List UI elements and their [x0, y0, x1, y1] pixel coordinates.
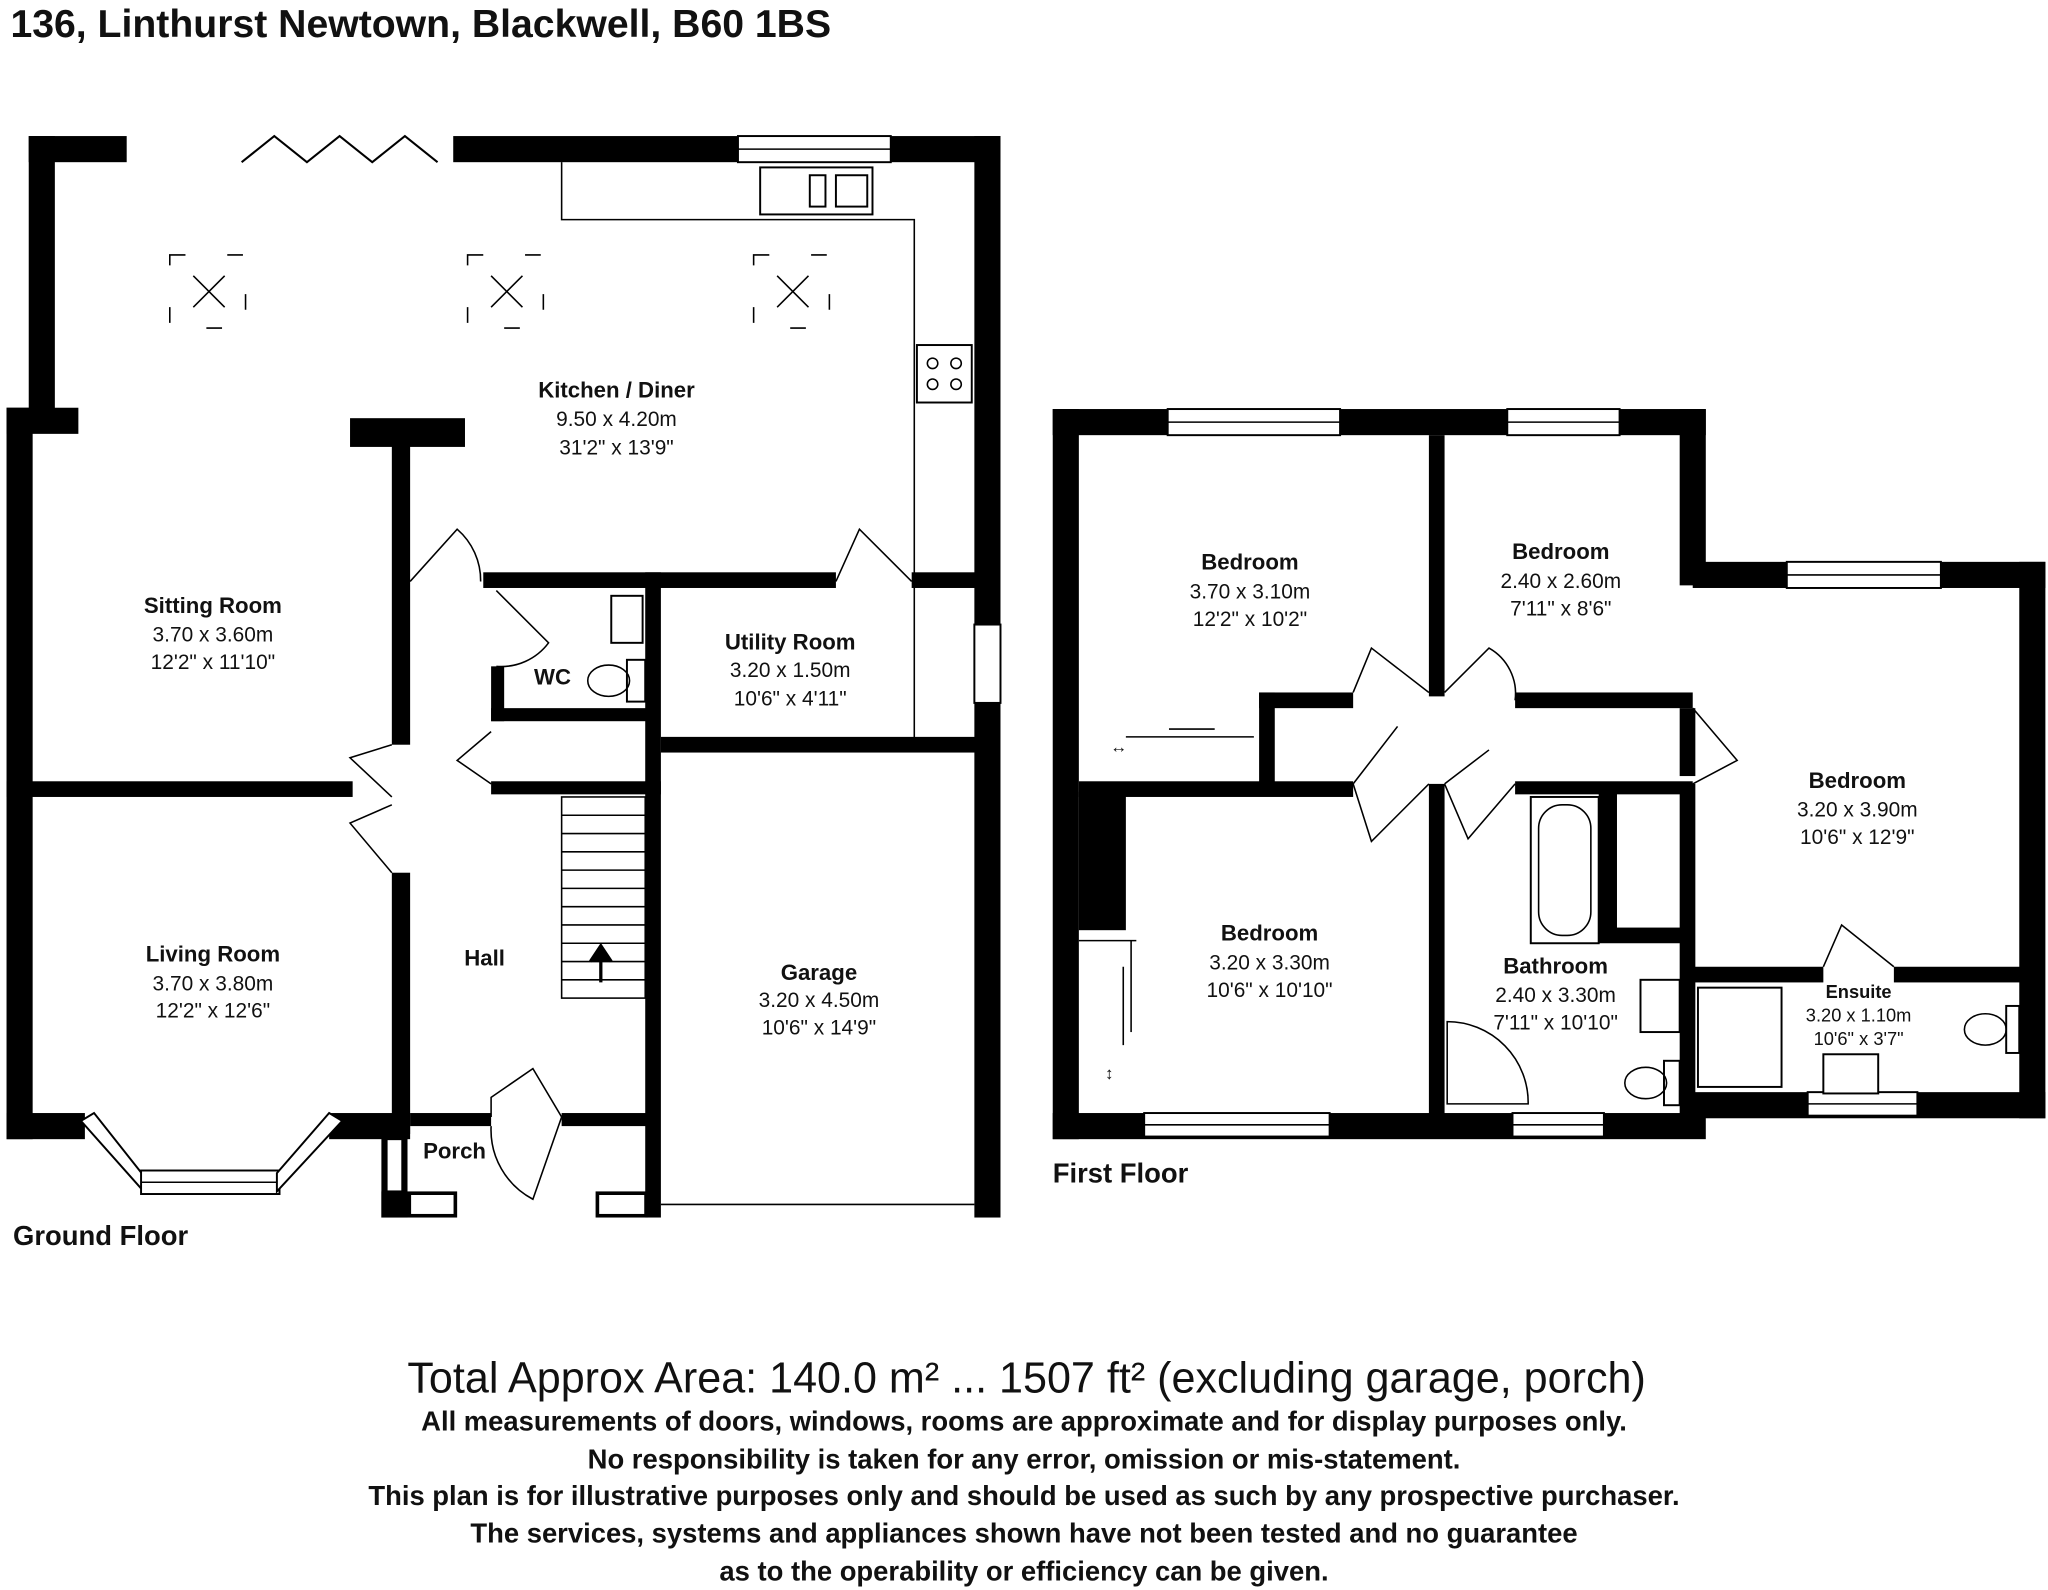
door-icon	[348, 527, 913, 1201]
svg-text:All measurements of doors, win: All measurements of doors, windows, room…	[421, 1405, 1627, 1436]
room-living-room: Living Room 3.70 x 3.80m 12'2" x 12'6"	[146, 942, 280, 1023]
room-garage: Garage 3.20 x 4.50m 10'6" x 14'9"	[759, 960, 880, 1040]
room-bathroom: Bathroom 2.40 x 3.30m 7'11" x 10'10"	[1493, 953, 1618, 1034]
room-hall: Hall	[464, 945, 505, 970]
svg-text:3.20 x 1.10m: 3.20 x 1.10m	[1806, 1005, 1912, 1026]
svg-text:2.40 x 2.60m: 2.40 x 2.60m	[1500, 570, 1621, 593]
svg-text:Bedroom: Bedroom	[1809, 768, 1906, 793]
svg-text:3.70 x 3.10m: 3.70 x 3.10m	[1190, 580, 1311, 603]
svg-text:Bedroom: Bedroom	[1221, 921, 1318, 946]
svg-text:10'6" x 4'11": 10'6" x 4'11"	[734, 688, 847, 711]
svg-text:No responsibility is taken for: No responsibility is taken for any error…	[588, 1443, 1461, 1474]
svg-text:Utility Room: Utility Room	[725, 629, 856, 654]
room-sitting-room: Sitting Room 3.70 x 3.60m 12'2" x 11'10"	[144, 593, 282, 674]
svg-text:7'11" x 8'6": 7'11" x 8'6"	[1510, 597, 1611, 620]
svg-text:The services, systems and appl: The services, systems and appliances sho…	[470, 1518, 1577, 1549]
sliding-arrow-icon: ↔	[1110, 738, 1127, 757]
svg-text:Living Room: Living Room	[146, 942, 280, 967]
ground-floor-plan: Kitchen / Diner 9.50 x 4.20m 31'2" x 13'…	[6, 134, 1002, 1251]
disclaimer: Total Approx Area: 140.0 m² ... 1507 ft²…	[368, 1355, 1679, 1587]
room-utility-room: Utility Room 3.20 x 1.50m 10'6" x 4'11"	[725, 629, 856, 710]
room-wc: WC	[534, 665, 571, 690]
room-kitchen-diner: Kitchen / Diner 9.50 x 4.20m 31'2" x 13'…	[538, 377, 695, 459]
svg-text:3.20 x 3.30m: 3.20 x 3.30m	[1209, 951, 1330, 974]
total-area: Total Approx Area: 140.0 m² ... 1507 ft²…	[407, 1355, 1645, 1403]
ground-floor-label: Ground Floor	[13, 1220, 188, 1251]
svg-text:12'2" x 12'6": 12'2" x 12'6"	[156, 1000, 271, 1023]
svg-text:as to the operability or effic: as to the operability or efficiency can …	[719, 1556, 1328, 1587]
svg-text:Garage: Garage	[781, 960, 857, 985]
property-title: 136, Linthurst Newtown, Blackwell, B60 1…	[10, 3, 831, 46]
svg-text:Bathroom: Bathroom	[1503, 953, 1608, 978]
svg-text:9.50 x 4.20m: 9.50 x 4.20m	[556, 408, 677, 431]
svg-text:3.70 x 3.80m: 3.70 x 3.80m	[153, 972, 274, 995]
svg-text:12'2" x 10'2": 12'2" x 10'2"	[1193, 608, 1308, 631]
svg-text:3.20 x 3.90m: 3.20 x 3.90m	[1797, 799, 1918, 822]
svg-text:10'6" x 14'9": 10'6" x 14'9"	[762, 1017, 877, 1040]
svg-text:3.70 x 3.60m: 3.70 x 3.60m	[153, 624, 274, 647]
svg-text:Sitting Room: Sitting Room	[144, 593, 282, 618]
skylight-icon	[169, 254, 831, 329]
svg-text:10'6" x 12'9": 10'6" x 12'9"	[1800, 826, 1915, 849]
sliding-arrow-icon: ↕	[1105, 1064, 1113, 1083]
svg-text:7'11" x 10'10": 7'11" x 10'10"	[1493, 1011, 1618, 1034]
stairs	[560, 796, 647, 999]
room-bedroom-2: Bedroom 2.40 x 2.60m 7'11" x 8'6"	[1500, 539, 1621, 620]
svg-text:12'2" x 11'10": 12'2" x 11'10"	[151, 651, 276, 674]
svg-text:10'6" x 10'10": 10'6" x 10'10"	[1206, 979, 1332, 1002]
room-ensuite: Ensuite 3.20 x 1.10m 10'6" x 3'7"	[1806, 981, 1912, 1049]
room-bedroom-3: Bedroom 3.20 x 3.90m 10'6" x 12'9"	[1797, 768, 1918, 849]
room-bedroom-1: Bedroom 3.70 x 3.10m 12'2" x 10'2"	[1190, 550, 1311, 631]
svg-text:2.40 x 3.30m: 2.40 x 3.30m	[1495, 984, 1616, 1007]
room-porch: Porch	[423, 1139, 486, 1164]
svg-text:Bedroom: Bedroom	[1512, 539, 1609, 564]
svg-text:3.20 x 1.50m: 3.20 x 1.50m	[730, 659, 851, 682]
svg-text:Kitchen / Diner: Kitchen / Diner	[538, 377, 695, 402]
svg-text:3.20 x 4.50m: 3.20 x 4.50m	[759, 989, 880, 1012]
svg-text:31'2" x 13'9": 31'2" x 13'9"	[559, 437, 674, 460]
svg-text:Ensuite: Ensuite	[1826, 981, 1892, 1002]
door-icon	[1352, 646, 1895, 968]
room-bedroom-4: Bedroom 3.20 x 3.30m 10'6" x 10'10"	[1206, 921, 1332, 1002]
svg-text:10'6" x 3'7": 10'6" x 3'7"	[1814, 1028, 1904, 1049]
svg-text:Bedroom: Bedroom	[1201, 550, 1298, 575]
first-floor-label: First Floor	[1053, 1157, 1189, 1188]
svg-text:This plan is for illustrative: This plan is for illustrative purposes o…	[368, 1480, 1679, 1511]
first-floor-plan: ↔ ↕ Bedroom 3.70 x 3.10m 12'2" x 10'2" B…	[1053, 408, 2046, 1188]
